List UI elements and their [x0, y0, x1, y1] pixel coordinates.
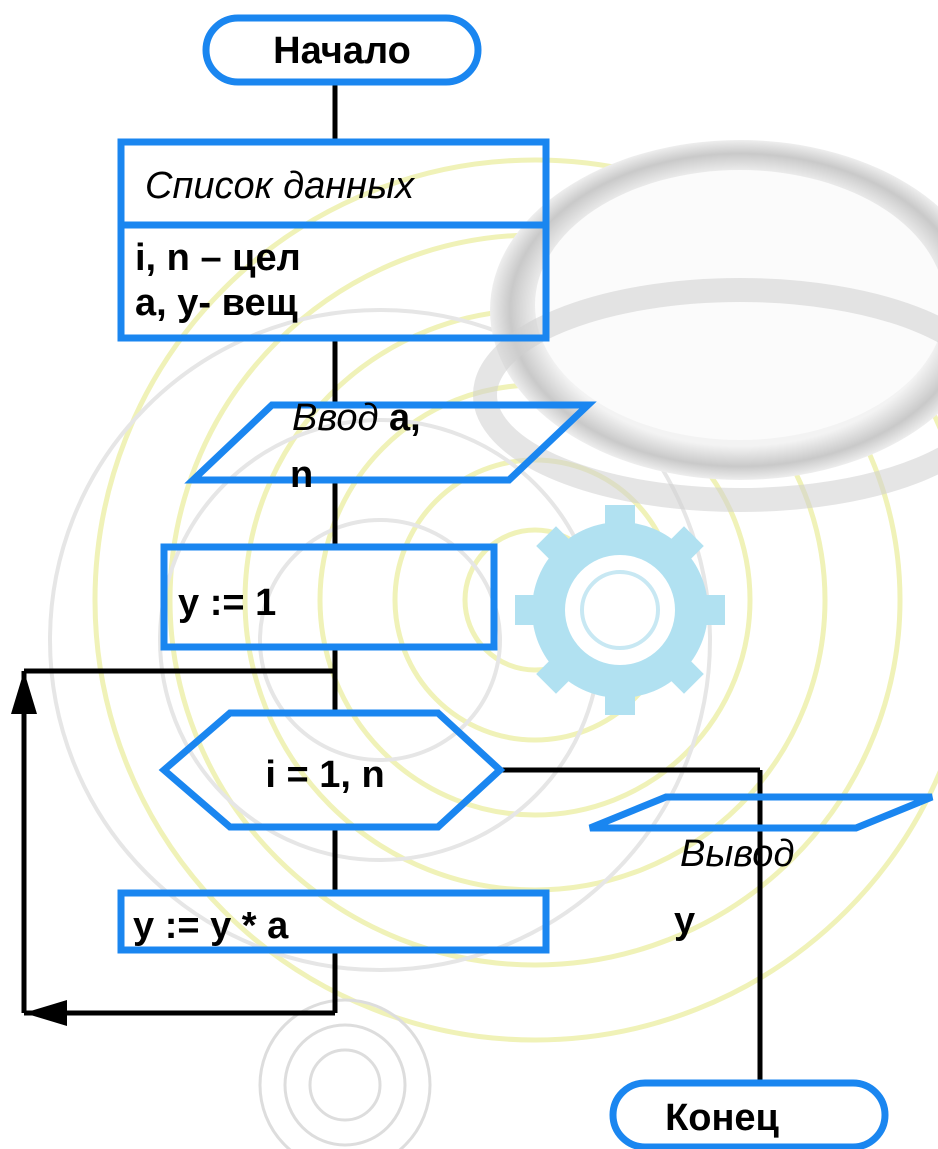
data-line-1: i, n – цел: [135, 237, 301, 279]
end-terminal: [609, 1079, 889, 1149]
arrow-left-icon: [24, 1000, 67, 1026]
input-label: Ввод a,: [292, 397, 421, 439]
body-label: y := y * a: [133, 905, 289, 947]
gear-icon: [515, 505, 725, 715]
output-word: Вывод: [680, 833, 794, 875]
data-declaration-block: [117, 138, 550, 342]
data-line-2: a, y- вещ: [135, 282, 298, 324]
output-var: y: [674, 900, 695, 942]
output-parallelogram: [588, 793, 934, 832]
arrow-up-icon: [11, 671, 37, 714]
init-process-block: [160, 543, 498, 651]
end-label: Конец: [665, 1097, 779, 1139]
input-vars-a: a,: [389, 397, 421, 439]
init-label: y := 1: [178, 582, 276, 624]
connector-lines: [21, 82, 763, 1083]
start-terminal: [202, 14, 482, 86]
start-label: Начало: [273, 30, 411, 72]
input-parallelogram: [184, 401, 597, 484]
input-word: Ввод: [292, 397, 378, 439]
input-vars-n: n: [290, 454, 313, 496]
data-header-label: Список данных: [145, 165, 416, 207]
loop-hexagon: [158, 709, 506, 831]
loop-label: i = 1, n: [265, 754, 384, 796]
body-process-block: [117, 889, 550, 954]
